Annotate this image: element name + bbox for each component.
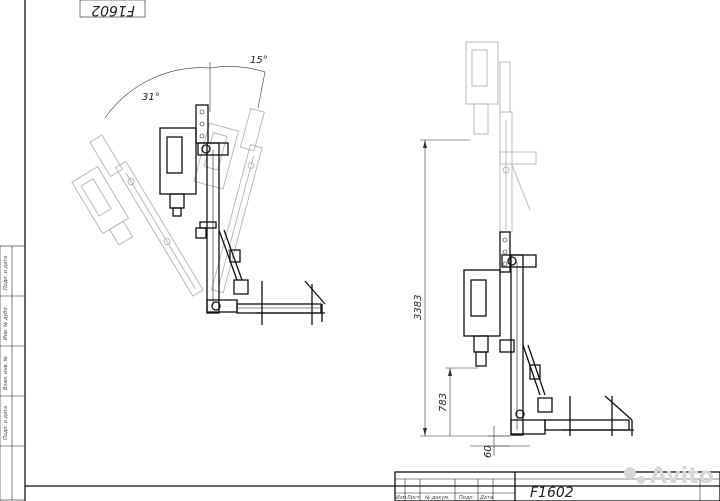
left-view-machine bbox=[159, 104, 326, 325]
title-block-label: Лист bbox=[406, 495, 421, 501]
side-stamp-label: Взам. инв. № bbox=[3, 356, 9, 390]
title-block-label: Дата bbox=[479, 495, 493, 501]
angle-label-31: 31° bbox=[142, 92, 160, 103]
dimension-total-height: 3383 bbox=[413, 295, 424, 320]
top-code-box: F1602 bbox=[79, 0, 146, 18]
drawing-code-rotated: F1602 bbox=[91, 2, 135, 18]
left-view-ghost-15deg bbox=[193, 107, 265, 294]
watermark-text: Avito bbox=[650, 464, 714, 489]
title-block: Изм Лист № докум. Подп. Дата F1602 bbox=[394, 471, 720, 501]
left-view-ghost-31deg bbox=[71, 134, 204, 297]
avito-watermark: Avito bbox=[624, 464, 714, 489]
title-block-label: Подп. bbox=[459, 495, 474, 501]
side-stamp: Подп. и дата Инв. № дубл. Взам. инв. № П… bbox=[3, 256, 9, 440]
left-view-angle-dimensions: 31° 15° bbox=[104, 55, 268, 119]
side-stamp-label: Подп. и дата bbox=[3, 256, 9, 290]
side-stamp-label: Подп. и дата bbox=[3, 406, 9, 440]
right-view-machine bbox=[463, 231, 634, 436]
dimension-lower-height: 783 bbox=[438, 393, 449, 412]
drawing-code: F1602 bbox=[530, 485, 574, 501]
right-view-linear-dimensions: 3383 783 60 bbox=[413, 139, 530, 458]
title-block-label: Изм bbox=[396, 495, 406, 501]
dimension-base-offset: 60 bbox=[483, 445, 494, 458]
side-stamp-label: Инв. № дубл. bbox=[3, 306, 9, 340]
title-block-label: № докум. bbox=[424, 495, 450, 501]
right-view-ghost-raised bbox=[465, 41, 537, 233]
angle-label-15: 15° bbox=[250, 55, 268, 66]
